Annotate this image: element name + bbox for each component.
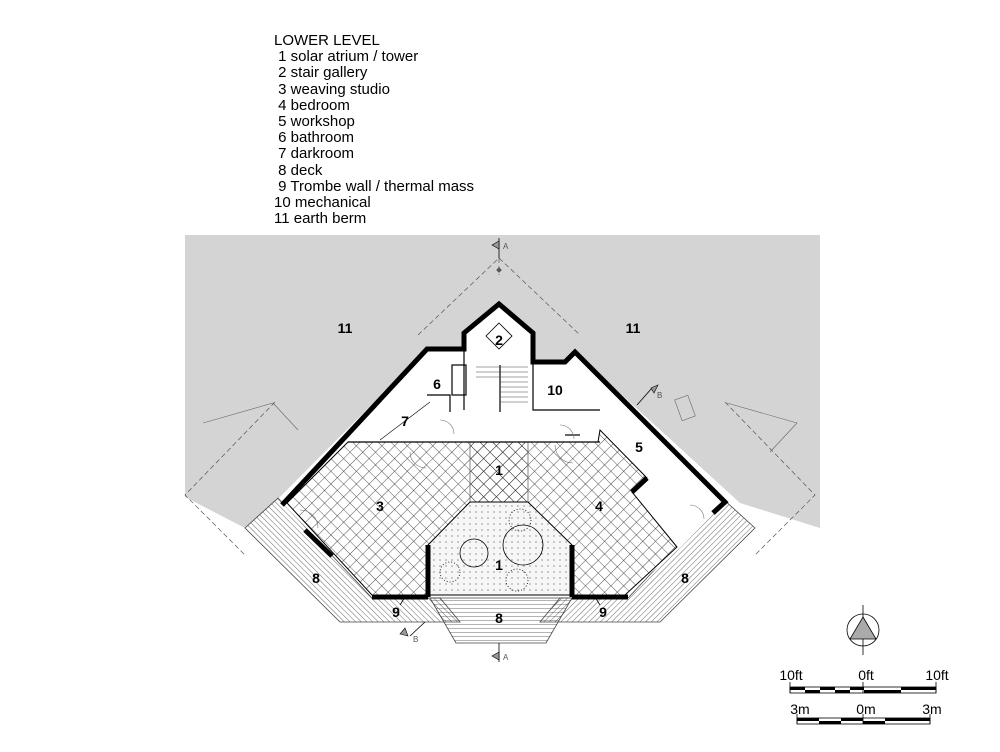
tree-icon (439, 508, 544, 592)
stair-icon (476, 322, 528, 403)
scale-label: 0ft (858, 667, 874, 683)
legend-item: 6 bathroom (274, 129, 355, 147)
legend-item: 4 bedroom (274, 96, 350, 114)
section-label: B (657, 391, 662, 400)
room-label-bathroom: 6 (433, 376, 441, 392)
north-arrow-icon (846, 605, 880, 655)
room-label-trombe-wall: 9 (599, 604, 607, 620)
scale-label: 3m (790, 701, 809, 717)
room-label-atrium: 1 (495, 462, 503, 478)
deck-center (429, 597, 573, 644)
room-label-deck: 8 (495, 610, 503, 626)
legend: LOWER LEVEL 1 solar atrium / tower 2 sta… (274, 32, 475, 228)
room-label-stair-gallery: 2 (495, 332, 503, 348)
trombe-leader (594, 596, 601, 606)
interior-walls (348, 349, 600, 443)
section-label: A (503, 653, 509, 662)
scale-label: 10ft (779, 667, 802, 683)
section-label: A (503, 242, 509, 251)
room-label-deck: 8 (681, 570, 689, 586)
legend-item: 3 weaving studio (274, 80, 390, 98)
scale-label: 10ft (925, 667, 948, 683)
upper-level-outline (184, 257, 816, 556)
scale-bar-imperial: 10ft 0ft 10ft (779, 667, 949, 694)
room-label-workshop: 5 (635, 439, 643, 455)
legend-item: 5 workshop (274, 113, 355, 131)
legend-title: LOWER LEVEL (274, 32, 380, 49)
room-label-earth-berm: 11 (626, 320, 641, 336)
room-label-darkroom: 7 (401, 413, 409, 429)
room-label-atrium: 1 (495, 557, 503, 573)
scale-bar-metric: 3m 0m 3m (790, 701, 942, 725)
exterior-wall (280, 300, 729, 515)
scale-label: 3m (922, 701, 941, 717)
room-label-trombe-wall: 9 (392, 604, 400, 620)
room-label-earth-berm: 11 (338, 320, 353, 336)
legend-item: 11 earth berm (274, 210, 367, 228)
earth-berm (185, 235, 820, 528)
atrium-planting (428, 502, 572, 595)
legend-item: 9 Trombe wall / thermal mass (274, 177, 475, 195)
legend-item: 7 darkroom (274, 145, 355, 163)
legend-item: 2 stair gallery (274, 64, 368, 82)
wing-outline (202, 394, 798, 453)
scale-label: 0m (856, 701, 875, 717)
section-marker-a-top: A (491, 238, 509, 273)
legend-item: 10 mechanical (274, 194, 371, 212)
section-marker-b-left: B (399, 621, 426, 644)
section-label: B (413, 635, 418, 644)
door-swings (299, 419, 705, 529)
room-label-bedroom: 4 (595, 498, 603, 514)
trombe-wall (303, 476, 649, 600)
legend-item: 8 deck (274, 161, 323, 179)
section-marker-b-right: B (636, 384, 662, 406)
trombe-leader (399, 596, 406, 606)
legend-item: 1 solar atrium / tower (274, 48, 419, 66)
room-label-mechanical: 10 (547, 382, 563, 398)
section-marker-a-bottom: A (491, 643, 509, 662)
room-label-weaving-studio: 3 (376, 498, 384, 514)
room-label-deck: 8 (312, 570, 320, 586)
